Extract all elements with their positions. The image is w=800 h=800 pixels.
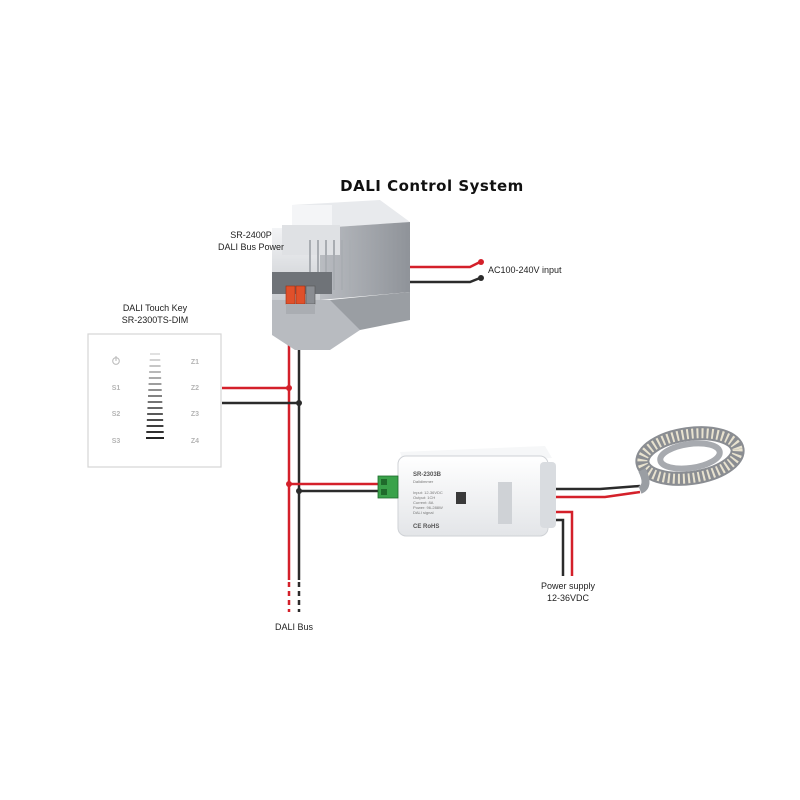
slider-segment[interactable] xyxy=(149,359,161,361)
dali-bus-label: DALI Bus xyxy=(275,622,314,632)
diagram-title: DALI Control System xyxy=(340,177,524,195)
touch-key-model: SR-2300TS-DIM xyxy=(122,315,189,325)
power-supply-label: Power supply xyxy=(541,581,596,591)
touch-key-panel: S1 S2 S3 Z1 Z2 Z3 Z4 xyxy=(87,333,222,468)
dali-dimmer-driver xyxy=(377,446,556,537)
slider-segment[interactable] xyxy=(148,383,162,385)
ac-neutral-wire xyxy=(404,276,481,284)
ac-live-wire xyxy=(404,260,481,269)
slider-segment[interactable] xyxy=(148,395,162,397)
slider-segment[interactable] xyxy=(146,431,164,433)
driver-cert: CE RoHS xyxy=(413,524,439,530)
key-z3[interactable]: Z3 xyxy=(191,411,199,418)
slider-segment[interactable] xyxy=(147,401,163,403)
key-z2[interactable]: Z2 xyxy=(191,385,199,392)
driver-spec-0: Input: 12-36VDC xyxy=(413,490,443,495)
driver-spec-3: Power: 96-288W xyxy=(413,505,443,510)
driver-spec-4: DALI signal xyxy=(413,510,434,515)
power-supply-voltage: 12-36VDC xyxy=(547,593,590,603)
driver-model: SR-2303B xyxy=(413,472,442,478)
dimming-slider[interactable] xyxy=(146,353,164,439)
bus-power-unit xyxy=(272,200,410,350)
ac-neutral-end xyxy=(478,275,484,281)
led-strip-reel xyxy=(635,426,745,494)
power-unit-model: SR-2400P xyxy=(230,230,272,240)
key-z4[interactable]: Z4 xyxy=(191,438,199,445)
slider-segment[interactable] xyxy=(150,353,160,355)
junction xyxy=(296,400,302,406)
driver-subtitle: Dalidimmer xyxy=(413,479,434,484)
power-unit-description: DALI Bus Power xyxy=(218,242,284,252)
junction xyxy=(286,481,292,487)
slider-segment[interactable] xyxy=(148,389,162,391)
ac-live-end xyxy=(478,259,484,265)
slider-segment[interactable] xyxy=(149,365,161,367)
ac-input-label: AC100-240V input xyxy=(488,265,562,275)
driver-spec-2: Current: 8A xyxy=(413,500,434,505)
key-s3[interactable]: S3 xyxy=(112,438,121,445)
slider-segment[interactable] xyxy=(146,425,164,427)
slider-segment[interactable] xyxy=(146,419,164,421)
junction xyxy=(286,385,292,391)
key-s2[interactable]: S2 xyxy=(112,411,121,418)
key-s1[interactable]: S1 xyxy=(112,385,121,392)
driver-spec-1: Output: 1CH xyxy=(413,495,435,500)
touch-key-name: DALI Touch Key xyxy=(123,303,188,313)
key-z1[interactable]: Z1 xyxy=(191,359,199,366)
slider-segment[interactable] xyxy=(147,413,163,415)
junction xyxy=(296,488,302,494)
slider-segment[interactable] xyxy=(148,377,162,379)
green-terminal-block xyxy=(377,475,399,499)
slider-segment[interactable] xyxy=(149,371,161,373)
slider-segment[interactable] xyxy=(147,407,163,409)
slider-segment[interactable] xyxy=(146,437,164,439)
